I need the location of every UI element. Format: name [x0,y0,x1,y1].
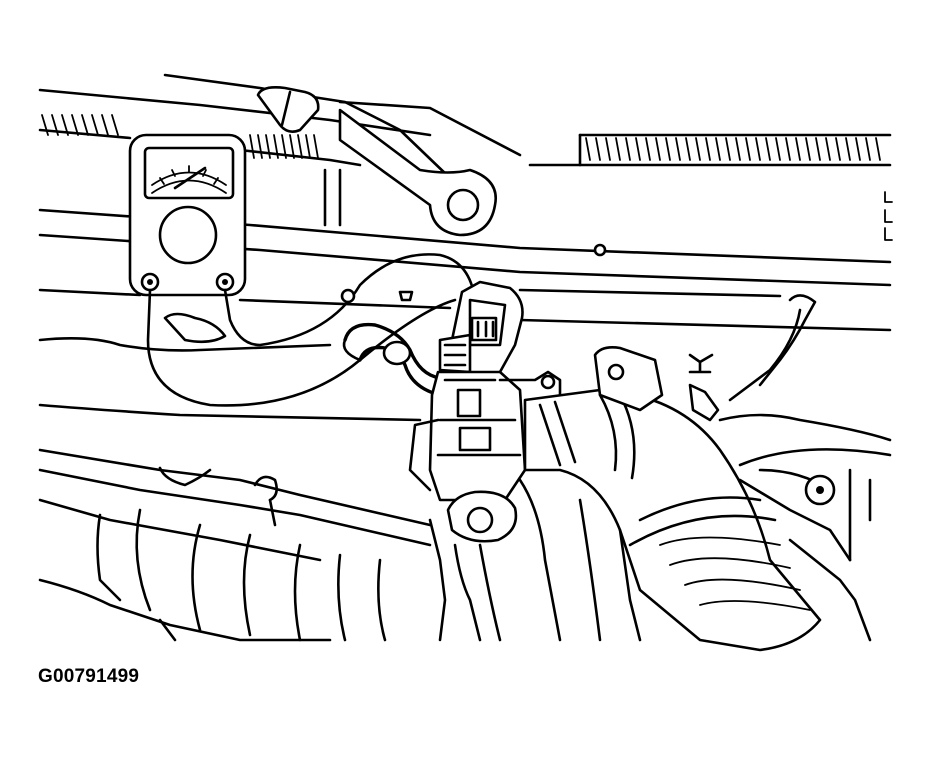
engine-block-right [718,413,892,642]
ground-bracket [593,294,817,422]
throttle-body [408,370,562,543]
multimeter [128,133,247,297]
radiator-grille [528,133,893,241]
upper-cowl-frame [38,73,522,180]
electrical-connector [438,280,524,380]
vacuum-hose [342,322,442,397]
figure-id-label: G00791499 [38,666,140,687]
engine-block-left [38,312,432,547]
test-leads [146,253,477,407]
fasteners [268,243,607,527]
hood-hinge [256,86,497,237]
lower-engine [38,478,642,642]
intake-duct [523,388,822,652]
